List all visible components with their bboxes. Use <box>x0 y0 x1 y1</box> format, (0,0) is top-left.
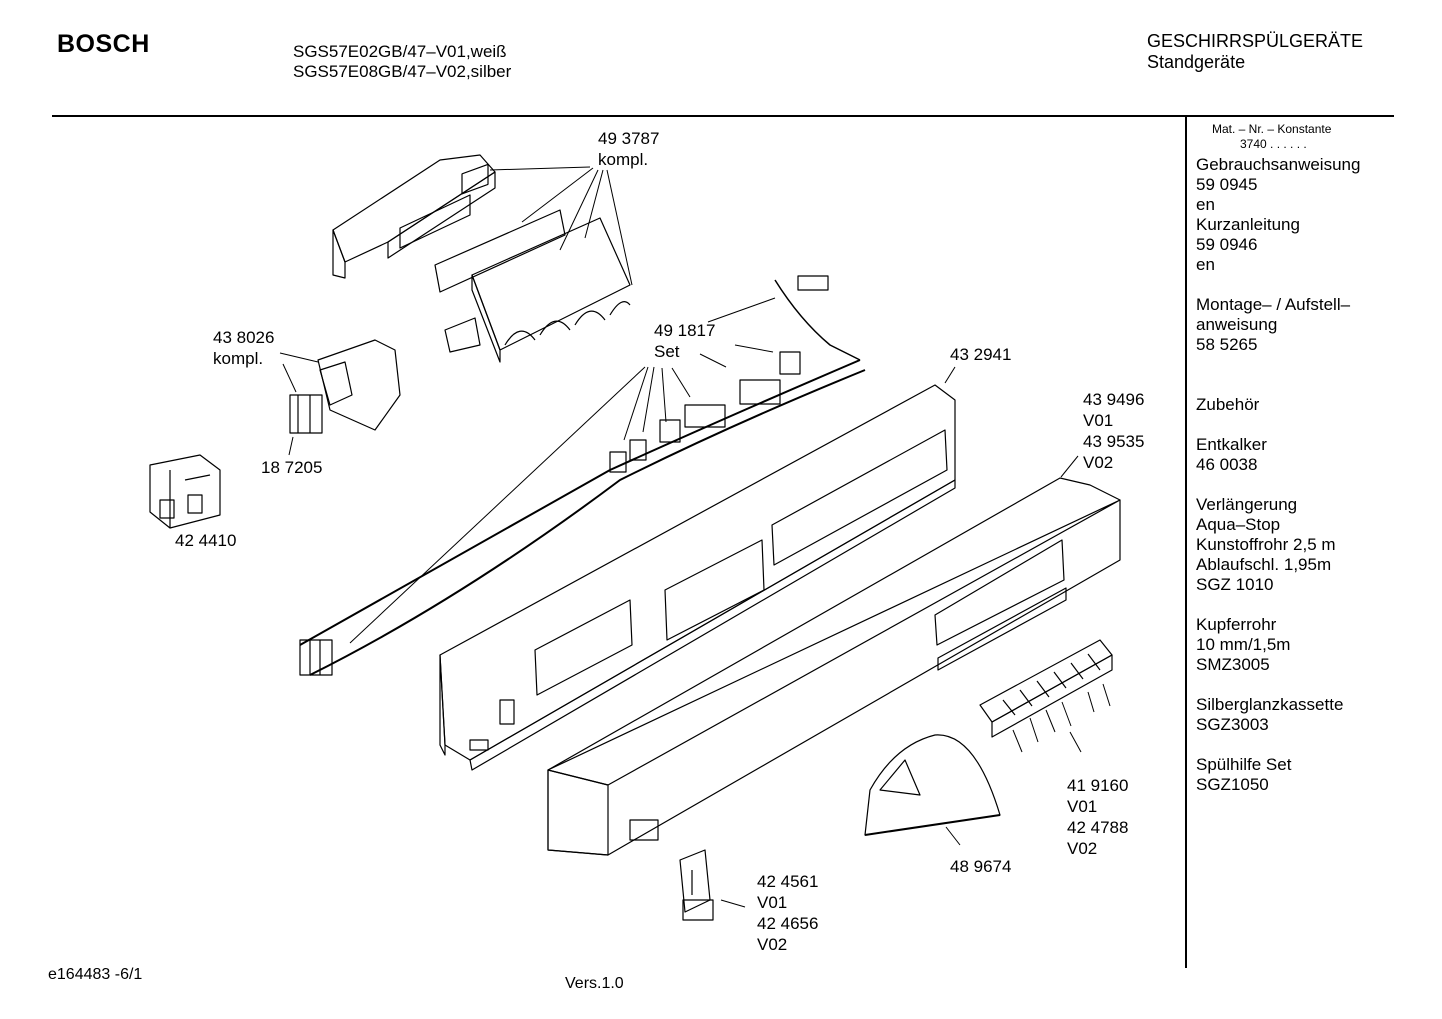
sidebar-line: 10 mm/1,5m <box>1196 635 1291 654</box>
model-line-2: SGS57E08GB/47–V02,silber <box>293 62 512 81</box>
part-label-419160: 41 9160 V01 42 4788 V02 <box>1067 775 1128 859</box>
sidebar-line: 59 0945 <box>1196 175 1258 194</box>
part-number: 42 4561 <box>757 872 819 891</box>
sidebar-heading-sub: 3740 . . . . . . <box>1240 137 1307 151</box>
sidebar-line: Silberglanzkassette <box>1196 695 1344 714</box>
sidebar-heading: Mat. – Nr. – Konstante 3740 . . . . . . <box>1212 122 1331 152</box>
version-label: Vers.1.0 <box>565 975 624 992</box>
part-number: 42 4656 <box>757 914 819 933</box>
sidebar-line: Kurzanleitung <box>1196 215 1300 234</box>
sidebar-line: SMZ3005 <box>1196 655 1270 674</box>
sidebar-line: Entkalker <box>1196 435 1267 454</box>
part-number: 43 9535 <box>1083 432 1145 451</box>
part-label-187205: 18 7205 <box>261 458 323 477</box>
sidebar-documents: Gebrauchsanweisung 59 0945 en Kurzanleit… <box>1196 155 1360 795</box>
part-label-439496: 43 9496 V01 43 9535 V02 <box>1083 389 1144 473</box>
part-note: kompl. <box>213 349 264 368</box>
sidebar-line: Kupferrohr <box>1196 615 1277 634</box>
sidebar-line: Spülhilfe Set <box>1196 755 1292 774</box>
sidebar-line: Kunstoffrohr 2,5 m <box>1196 535 1336 554</box>
part-number: 41 9160 <box>1067 776 1129 795</box>
category-title: GESCHIRRSPÜLGERÄTE <box>1147 31 1364 51</box>
part-label-432941: 43 2941 <box>950 345 1012 364</box>
header-rule <box>52 115 1394 117</box>
latch-part <box>679 849 714 921</box>
sidebar-line: Aqua–Stop <box>1196 515 1281 534</box>
part-variant: V01 <box>1067 797 1098 816</box>
part-variant: V01 <box>757 893 788 912</box>
sidebar-line: en <box>1196 195 1215 214</box>
button-set-part <box>979 639 1113 738</box>
sidebar-line: Gebrauchsanweisung <box>1196 155 1361 174</box>
sidebar-line: SGZ1050 <box>1196 775 1269 794</box>
brand-logo: BOSCH <box>57 30 150 58</box>
relay-part <box>149 454 221 529</box>
sidebar-line: Zubehör <box>1196 395 1260 414</box>
part-variant: V02 <box>1067 839 1098 858</box>
sidebar-line: 59 0946 <box>1196 235 1258 254</box>
cable-set-part <box>299 275 866 676</box>
sidebar-line: Verlängerung <box>1196 495 1298 514</box>
part-variant: V01 <box>1083 411 1114 430</box>
front-frame-part <box>439 384 956 771</box>
part-number: 43 9496 <box>1083 390 1145 409</box>
sidebar-line: 58 5265 <box>1196 335 1258 354</box>
part-number: 49 1817 <box>654 321 716 340</box>
sidebar-line: anweisung <box>1196 315 1278 334</box>
part-label-491817: 49 1817 Set <box>654 320 715 362</box>
sidebar-heading-title: Mat. – Nr. – Konstante <box>1212 122 1332 136</box>
front-panel-part <box>547 477 1121 856</box>
part-variant: V02 <box>757 935 788 954</box>
part-number: 42 4788 <box>1067 818 1129 837</box>
subcategory-title: Standgeräte <box>1147 52 1246 72</box>
handle-part <box>864 734 1001 836</box>
part-label-493787: 49 3787 kompl. <box>598 128 659 170</box>
sidebar-rule <box>1185 117 1187 968</box>
part-number: 49 3787 <box>598 129 660 148</box>
model-numbers: SGS57E02GB/47–V01,weiß SGS57E08GB/47–V02… <box>293 42 511 82</box>
sidebar-line: en <box>1196 255 1215 274</box>
category-block: GESCHIRRSPÜLGERÄTE Standgeräte <box>1147 31 1363 73</box>
part-label-424410: 42 4410 <box>175 531 237 550</box>
sidebar-line: SGZ3003 <box>1196 715 1269 734</box>
switch-assembly-part <box>289 339 401 434</box>
sidebar-line: 46 0038 <box>1196 455 1258 474</box>
document-id: e164483 -6/1 <box>48 966 143 983</box>
sidebar-line: SGZ 1010 <box>1196 575 1274 594</box>
part-note: kompl. <box>598 150 649 169</box>
part-note: Set <box>654 342 680 361</box>
leader-lines <box>279 166 1111 908</box>
sidebar-line: Ablaufschl. 1,95m <box>1196 555 1332 574</box>
part-label-438026: 43 8026 kompl. <box>213 327 274 369</box>
model-line-1: SGS57E02GB/47–V01,weiß <box>293 42 507 61</box>
part-label-489674: 48 9674 <box>950 857 1012 876</box>
part-label-424561: 42 4561 V01 42 4656 V02 <box>757 871 818 955</box>
part-number: 43 8026 <box>213 328 275 347</box>
part-variant: V02 <box>1083 453 1114 472</box>
control-module-part <box>332 154 631 363</box>
sidebar-line: Montage– / Aufstell– <box>1196 295 1351 314</box>
